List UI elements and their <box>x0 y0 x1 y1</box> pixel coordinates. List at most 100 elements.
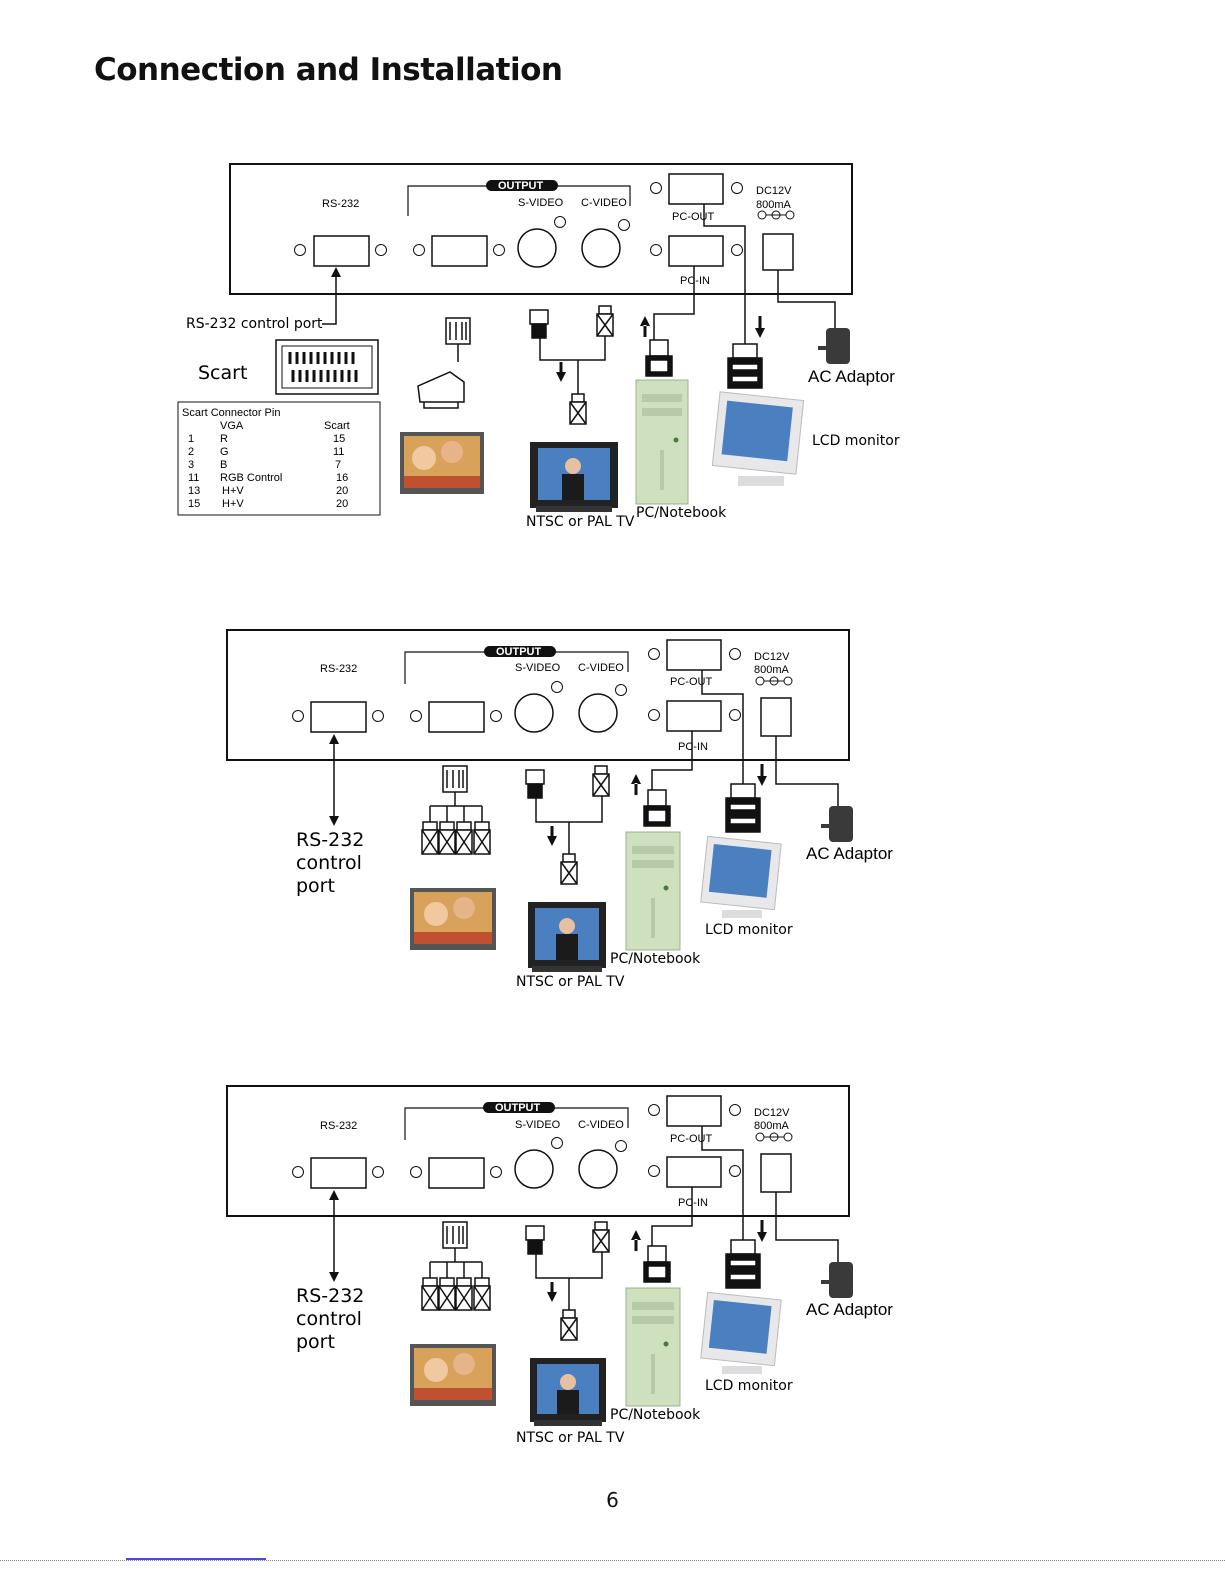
vga-plug-icon <box>643 789 671 827</box>
pc-out-label: PC-OUT <box>670 676 712 688</box>
rca-plug-icon <box>560 1309 578 1341</box>
rs232-control-port-label: RS-232 <box>296 1285 364 1307</box>
diagram-rgb-connection: RS-232 OUTPUT S-VIDEO C-VIDEO PC-OUT PC-… <box>0 616 1225 996</box>
rs232-label: RS-232 <box>320 663 357 675</box>
polarity-icon <box>755 676 793 686</box>
scart-table-cell: 20 <box>336 498 348 510</box>
vga-plug-icon <box>645 339 673 377</box>
ac-adaptor-icon <box>821 806 853 842</box>
ac-adaptor-label: AC Adaptor <box>806 1300 893 1319</box>
pc-out-port <box>668 173 724 205</box>
rs232-control-port-label: port <box>296 875 335 897</box>
cvideo-port <box>578 693 618 733</box>
pc-tower-image <box>625 831 681 951</box>
lcd-monitor-label: LCD monitor <box>812 433 900 449</box>
pc-notebook-label: PC/Notebook <box>636 505 727 521</box>
vga-plug-icon <box>725 783 761 833</box>
pc-in-label: PC-IN <box>680 275 710 287</box>
scart-plug-icon <box>417 371 465 409</box>
svideo-port <box>514 693 554 733</box>
arrow-icon <box>757 1220 767 1242</box>
scart-label: Scart <box>198 362 247 384</box>
arrow-icon <box>631 1230 641 1251</box>
dc-voltage-label: DC12V <box>754 651 790 663</box>
pc-out-port <box>666 1095 722 1127</box>
svideo-plug-icon <box>525 769 545 799</box>
rs232-port <box>310 1157 367 1189</box>
output-label: OUTPUT <box>496 646 542 658</box>
dc-power-port <box>760 1153 792 1193</box>
arrow-icon <box>556 362 566 382</box>
svideo-label: S-VIDEO <box>515 1119 561 1131</box>
flat-tv-image <box>410 1344 496 1406</box>
dc-voltage-label: DC12V <box>756 185 792 197</box>
rs232-control-port-label: port <box>296 1331 335 1353</box>
arrow-icon <box>331 267 341 277</box>
footer-link-underline <box>126 1558 266 1560</box>
pc-in-label: PC-IN <box>678 741 708 753</box>
pc-out-label: PC-OUT <box>670 1133 712 1145</box>
svideo-plug-icon <box>525 1225 545 1255</box>
pc-in-label: PC-IN <box>678 1197 708 1209</box>
dc-current-label: 800mA <box>754 1120 790 1132</box>
scart-port <box>428 1157 485 1189</box>
cvideo-label: C-VIDEO <box>578 1119 624 1131</box>
scart-table-cell: RGB Control <box>220 472 282 484</box>
tv-label: NTSC or PAL TV <box>516 974 625 990</box>
diagram-scart-connection: RS-232 OUTPUT S-VIDEO C-VIDEO PC-OUT PC-… <box>0 150 1225 540</box>
rs232-label: RS-232 <box>322 198 359 210</box>
scart-plug-icon <box>429 1221 483 1278</box>
scart-table-cell: 7 <box>335 459 341 471</box>
cvideo-port <box>578 1149 618 1189</box>
rca-plug-icon <box>592 765 610 797</box>
rs232-control-port-label: control <box>296 1308 362 1330</box>
output-label: OUTPUT <box>495 1102 541 1114</box>
rca-plug-icon <box>560 853 578 885</box>
pc-in-port <box>666 700 722 732</box>
pc-out-label: PC-OUT <box>672 211 714 223</box>
lcd-monitor-image <box>711 391 805 486</box>
vga-plug-icon <box>727 343 763 389</box>
rca-plug-icon <box>438 821 456 855</box>
tv-label: NTSC or PAL TV <box>526 514 635 530</box>
polarity-icon <box>757 210 795 220</box>
scart-table-cell: H+V <box>222 485 244 497</box>
pc-tower-image <box>625 1287 681 1407</box>
page-title: Connection and Installation <box>94 52 563 88</box>
pc-tower-image <box>635 379 689 505</box>
scart-table-cell: R <box>220 433 228 445</box>
rca-plug-icon <box>455 821 473 855</box>
rca-plug-icon <box>455 1277 473 1311</box>
scart-table-cell: 2 <box>188 446 194 458</box>
rca-plug-icon <box>569 393 587 425</box>
rca-plug-icon <box>473 1277 491 1311</box>
dc-power-port <box>760 697 792 737</box>
dc-current-label: 800mA <box>754 664 790 676</box>
rs232-control-port-label: control <box>296 852 362 874</box>
rca-plug-icon <box>596 305 614 337</box>
rs232-label: RS-232 <box>320 1120 357 1132</box>
rca-plug-icon <box>592 1221 610 1253</box>
svideo-label: S-VIDEO <box>515 662 561 674</box>
scart-table-cell: 20 <box>336 485 348 497</box>
tv-label: NTSC or PAL TV <box>516 1430 625 1446</box>
crt-tv-image <box>528 902 606 972</box>
output-label: OUTPUT <box>498 180 544 192</box>
arrow-icon <box>755 316 765 338</box>
lcd-monitor-label: LCD monitor <box>705 922 793 938</box>
diagram-svg: RS-232 OUTPUT S-VIDEO C-VIDEO PC-OUT PC-… <box>226 629 893 990</box>
arrow-icon <box>547 1282 557 1302</box>
arrow-icon <box>757 764 767 786</box>
scart-table-cell: H+V <box>222 498 244 510</box>
vga-plug-icon <box>643 1245 671 1283</box>
ac-adaptor-label: AC Adaptor <box>806 844 893 863</box>
ac-adaptor-icon <box>818 328 850 364</box>
scart-table-cell: 1 <box>188 433 194 445</box>
scart-table-cell: G <box>220 446 229 458</box>
arrow-icon <box>631 774 641 795</box>
scart-table-header-scart: Scart <box>324 420 350 432</box>
flat-tv-image <box>400 432 484 494</box>
lcd-monitor-image <box>700 1291 782 1374</box>
rs232-port <box>310 701 367 733</box>
scart-table-cell: 15 <box>188 498 200 510</box>
